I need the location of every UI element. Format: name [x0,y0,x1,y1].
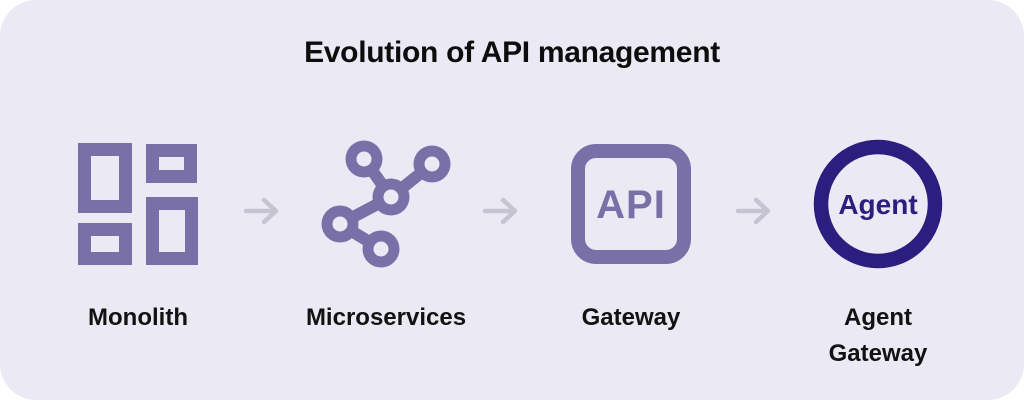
diagram-title: Evolution of API management [304,36,720,69]
agent-gateway-icon: Agent [813,139,943,269]
stage-label-microservices: Microservices [305,304,467,331]
agent-icon-text: Agent [838,189,917,220]
stage-agent-gateway: Agent Agent Gateway [768,139,988,372]
stage-label-agent-gateway: Agent Gateway [828,304,928,367]
stage-label-monolith: Monolith [88,304,188,331]
right-arrow-icon [735,196,773,226]
right-arrow-icon [482,196,520,226]
api-gateway-icon-svg: API [571,144,691,264]
monolith-grid-icon-svg [78,143,198,265]
monolith-grid-icon [75,139,201,269]
agent-gateway-icon-svg: Agent [813,139,943,269]
right-arrow-icon [243,196,281,226]
microservices-network-icon-svg [321,140,451,268]
api-icon-text: API [596,183,666,227]
api-gateway-icon: API [570,139,692,269]
stage-gateway: API Gateway [521,139,741,336]
stage-label-gateway: Gateway [581,304,681,331]
stage-monolith: Monolith [28,139,248,336]
microservices-network-icon [321,139,451,269]
stage-microservices: Microservices [276,139,496,336]
